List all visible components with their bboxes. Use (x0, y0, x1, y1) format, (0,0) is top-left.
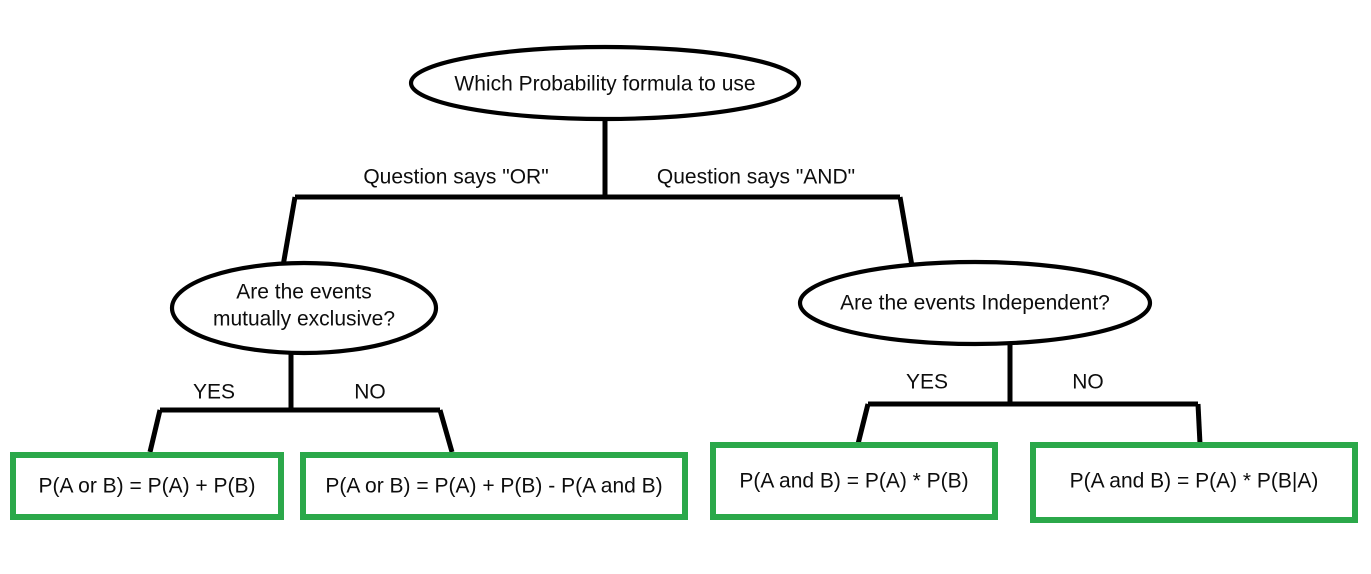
mutually-exclusive-label-line1: Are the events (236, 281, 371, 304)
edge-label-or: Question says "OR" (363, 166, 548, 189)
formula-box-4-shape (1030, 442, 1358, 523)
formula-box-or-mutually-exclusive[interactable]: P(A or B) = P(A) + P(B) (10, 452, 284, 520)
connector-left-yes-leg (147, 409, 163, 453)
root-label: Which Probability formula to use (454, 73, 755, 96)
branch-label-left-yes: YES (193, 381, 235, 404)
branch-label-right-no: NO (1072, 371, 1104, 394)
independent-label: Are the events Independent? (840, 292, 1110, 315)
connector-left-no-leg (437, 409, 455, 453)
branch-label-right-yes: YES (906, 371, 948, 394)
formula-box-2-shape (300, 452, 688, 520)
branch-label-left-no: NO (354, 381, 386, 404)
formula-box-4-text: P(A and B) = P(A) * P(B|A) (1070, 470, 1319, 493)
formula-box-1-shape (10, 452, 284, 520)
connector-leg-to-mutually-exclusive (280, 196, 298, 267)
formula-box-and-dependent[interactable]: P(A and B) = P(A) * P(B|A) (1030, 442, 1358, 523)
independent-ellipse-shape (797, 259, 1153, 347)
connector-right-no-leg (1195, 403, 1203, 445)
connector-right-branch (855, 344, 1203, 445)
connector-left-branch (147, 353, 455, 453)
formula-box-3-shape (710, 442, 998, 520)
node-root[interactable]: Which Probability formula to use (408, 44, 802, 122)
formula-box-1-text: P(A or B) = P(A) + P(B) (38, 475, 255, 498)
formula-box-and-independent[interactable]: P(A and B) = P(A) * P(B) (710, 442, 998, 520)
node-decision-independent[interactable]: Are the events Independent? (797, 259, 1153, 347)
edge-label-and: Question says "AND" (657, 166, 855, 189)
connector-root-to-split (280, 119, 915, 267)
connector-leg-to-independent (897, 196, 915, 267)
mutually-exclusive-label-line2: mutually exclusive? (213, 308, 395, 331)
node-decision-mutually-exclusive[interactable]: Are the events mutually exclusive? (169, 260, 439, 356)
formula-box-2-text: P(A or B) = P(A) + P(B) - P(A and B) (325, 475, 662, 498)
formula-box-3-text: P(A and B) = P(A) * P(B) (739, 470, 968, 493)
connector-right-yes-leg (855, 403, 871, 445)
formula-box-or-not-mutually-exclusive[interactable]: P(A or B) = P(A) + P(B) - P(A and B) (300, 452, 688, 520)
mutually-exclusive-ellipse-shape (169, 260, 439, 356)
